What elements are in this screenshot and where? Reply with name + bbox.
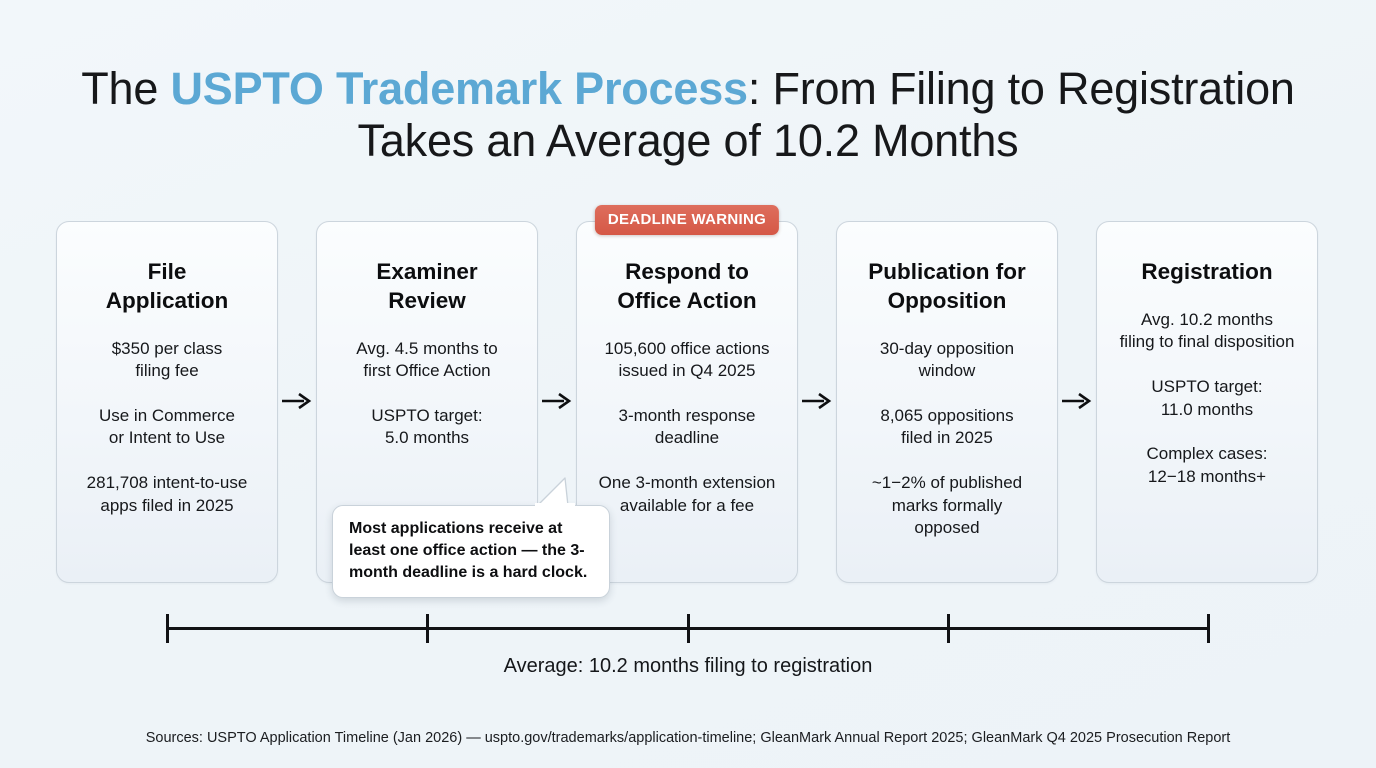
step-fact: Use in Commerce or Intent to Use bbox=[98, 405, 236, 448]
step-facts: 30-day opposition window 8,065 oppositio… bbox=[849, 338, 1045, 540]
title-suffix: : From Filing to Registration bbox=[747, 63, 1295, 114]
step-fact: Avg. 4.5 months to first Office Action bbox=[356, 338, 498, 381]
step-fact: 30-day opposition window bbox=[879, 338, 1015, 381]
step-card-respond-to-office-action[interactable]: DEADLINE WARNING Respond to Office Actio… bbox=[576, 205, 798, 583]
step-title: Respond to Office Action bbox=[617, 259, 757, 313]
step-fact: 8,065 oppositions filed in 2025 bbox=[880, 405, 1014, 448]
step-fact: One 3-month extension available for a fe… bbox=[598, 473, 776, 515]
timeline-axis bbox=[166, 614, 1210, 643]
right-arrow-icon bbox=[278, 221, 316, 583]
timeline-tick bbox=[1207, 614, 1210, 643]
title-accent: USPTO Trademark Process bbox=[170, 63, 748, 114]
callout-tail-icon bbox=[535, 477, 575, 507]
step-card-publication-for-opposition[interactable]: Publication for Opposition 30-day opposi… bbox=[836, 221, 1058, 583]
step-title: Registration bbox=[1141, 259, 1273, 284]
process-steps-row: File Application $350 per class filing f… bbox=[56, 205, 1320, 583]
step-fact: USPTO target: 5.0 months bbox=[371, 405, 483, 448]
step-card-registration[interactable]: Registration Avg. 10.2 months filing to … bbox=[1096, 221, 1318, 583]
step-card-file-application[interactable]: File Application $350 per class filing f… bbox=[56, 221, 278, 583]
step-fact: Avg. 10.2 months filing to final disposi… bbox=[1119, 309, 1295, 352]
step-title: Publication for Opposition bbox=[868, 259, 1026, 313]
step-fact: 281,708 intent-to-use apps filed in 2025 bbox=[86, 473, 248, 515]
sources-footer: Sources: USPTO Application Timeline (Jan… bbox=[145, 730, 1231, 746]
title-line-1: The USPTO Trademark Process: From Filing… bbox=[0, 63, 1376, 115]
step-fact: ~1−2% of published marks formally oppose… bbox=[871, 473, 1023, 538]
step-facts: $350 per class filing fee Use in Commerc… bbox=[69, 338, 265, 518]
step-facts: 105,600 office actions issued in Q4 2025… bbox=[589, 338, 785, 518]
step-title: Examiner Review bbox=[376, 259, 478, 313]
step-title: File Application bbox=[105, 259, 229, 313]
title-prefix: The bbox=[81, 63, 171, 114]
step-fact: 105,600 office actions issued in Q4 2025 bbox=[604, 338, 770, 381]
right-arrow-icon bbox=[798, 221, 836, 583]
timeline-tick bbox=[426, 614, 429, 643]
step-fact: Complex cases: 12−18 months+ bbox=[1146, 444, 1268, 486]
timeline-tick bbox=[166, 614, 169, 643]
callout-text: Most applications receive at least one o… bbox=[349, 520, 588, 582]
step-facts: Avg. 4.5 months to first Office Action U… bbox=[329, 338, 525, 450]
step-fact: USPTO target: 11.0 months bbox=[1151, 377, 1263, 419]
page-title: The USPTO Trademark Process: From Filing… bbox=[0, 63, 1376, 167]
step-facts: Avg. 10.2 months filing to final disposi… bbox=[1109, 309, 1305, 489]
timeline-caption: Average: 10.2 months filing to registrat… bbox=[503, 655, 873, 677]
right-arrow-icon bbox=[538, 221, 576, 583]
step-fact: $350 per class filing fee bbox=[111, 338, 223, 381]
step-fact: 3-month response deadline bbox=[618, 405, 756, 448]
callout-tooltip: Most applications receive at least one o… bbox=[332, 477, 610, 599]
timeline-tick bbox=[947, 614, 950, 643]
right-arrow-icon bbox=[1058, 221, 1096, 583]
timeline-tick bbox=[687, 614, 690, 643]
title-line-2: Takes an Average of 10.2 Months bbox=[357, 115, 1019, 167]
status-badge: DEADLINE WARNING bbox=[594, 205, 780, 235]
